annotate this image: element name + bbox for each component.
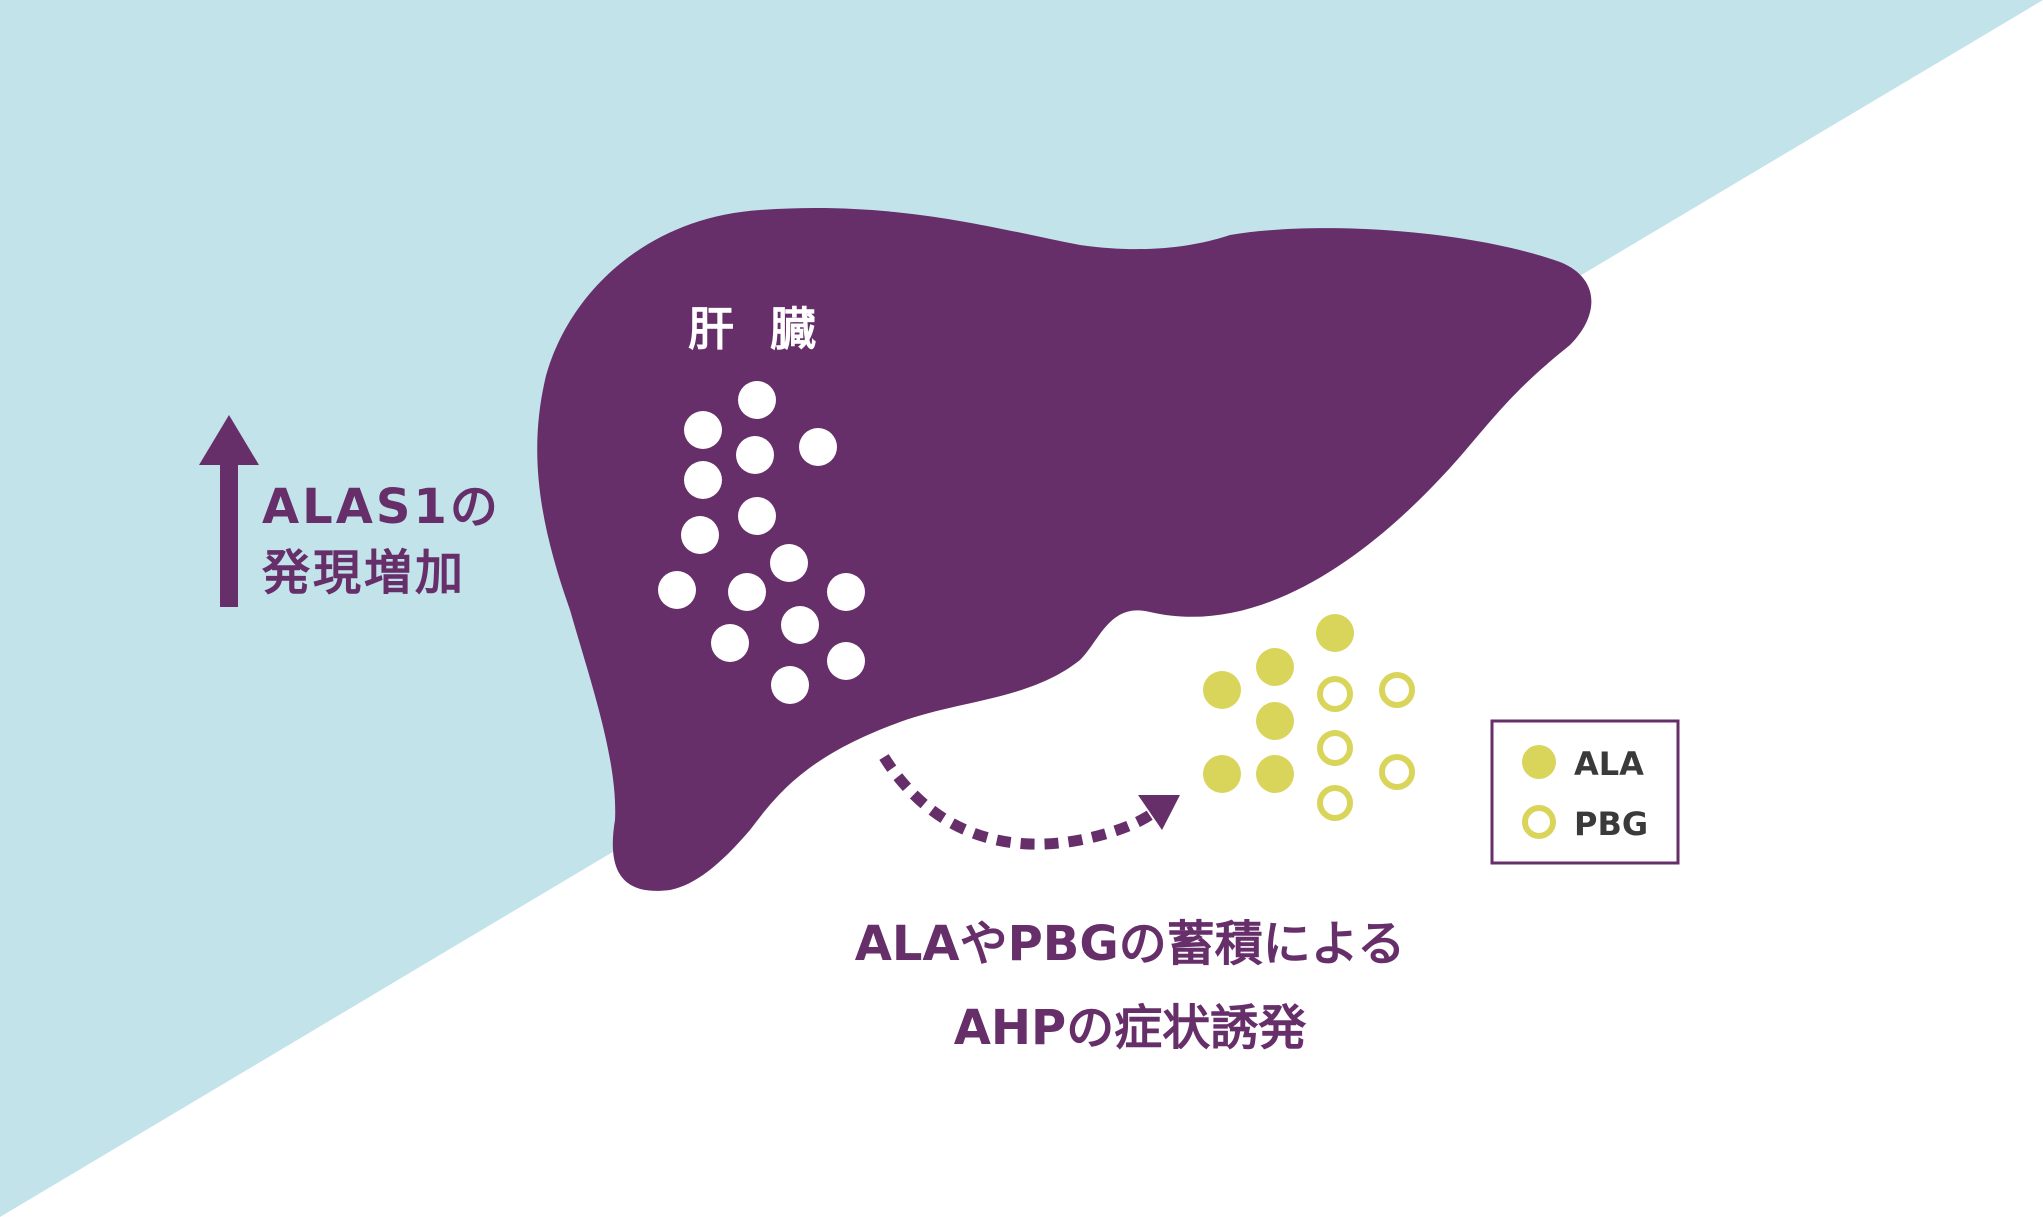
particle — [827, 642, 865, 680]
ala-particle — [1316, 614, 1354, 652]
particle — [684, 461, 722, 499]
up-arrow-icon — [199, 415, 259, 607]
ala-particles — [1203, 614, 1354, 793]
pbg-particle — [1379, 754, 1415, 790]
particle — [728, 573, 766, 611]
outcome-label: ALAやPBGの蓄積による AHPの症状誘発 — [720, 902, 1540, 1070]
ala-particle — [1256, 648, 1294, 686]
legend-pbg-label: PBG — [1574, 805, 1649, 843]
ala-particle — [1256, 702, 1294, 740]
particle — [738, 497, 776, 535]
outcome-line2: AHPの症状誘発 — [953, 1000, 1307, 1056]
ala-particle — [1256, 755, 1294, 793]
pbg-particle — [1317, 785, 1353, 821]
alas1-line2: 発現増加 — [262, 545, 467, 601]
dotted-curved-arrow-icon — [879, 754, 1180, 850]
liver-particles — [658, 381, 865, 704]
liver-label: 肝 臓 — [688, 302, 827, 356]
pbg-particles — [1317, 672, 1415, 821]
legend-ala-label: ALA — [1574, 745, 1644, 783]
ala-particle — [1203, 755, 1241, 793]
pbg-particle — [1379, 672, 1415, 708]
particle — [770, 544, 808, 582]
alas1-line1: ALAS1の — [262, 479, 501, 535]
outcome-line1: ALAやPBGの蓄積による — [854, 916, 1406, 972]
particle — [799, 428, 837, 466]
particle — [681, 516, 719, 554]
particle — [736, 436, 774, 474]
legend-pbg-swatch — [1522, 805, 1556, 839]
pbg-particle — [1317, 676, 1353, 712]
ala-particle — [1203, 671, 1241, 709]
particle — [827, 573, 865, 611]
legend-ala-swatch — [1522, 745, 1556, 779]
particle — [738, 381, 776, 419]
pbg-particle — [1317, 730, 1353, 766]
legend — [1490, 719, 1680, 865]
particle — [658, 571, 696, 609]
particle — [711, 624, 749, 662]
particle — [771, 666, 809, 704]
alas1-expression-label: ALAS1の 発現増加 — [262, 474, 501, 606]
liver-shape — [537, 208, 1592, 891]
particle — [781, 606, 819, 644]
particle — [684, 411, 722, 449]
legend-box — [1490, 719, 1680, 865]
